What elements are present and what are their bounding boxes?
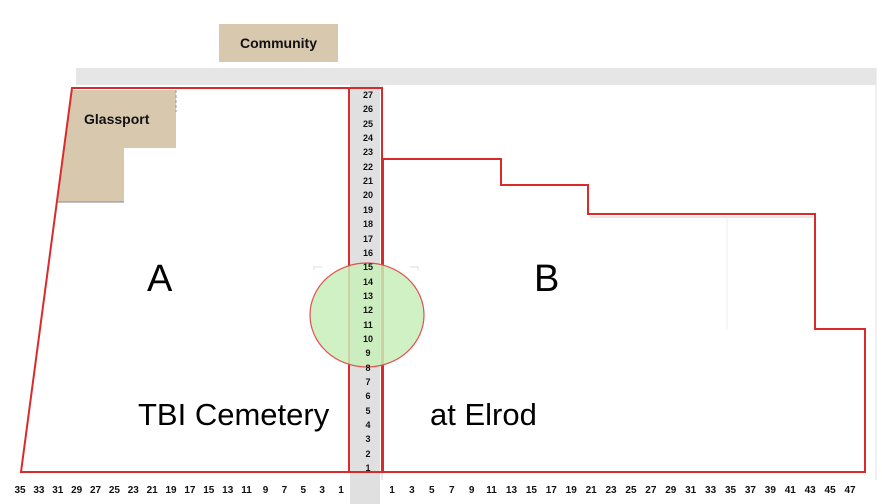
lot-number-right: 17 bbox=[545, 485, 557, 496]
lot-number-left: 31 bbox=[52, 485, 64, 496]
lot-number-left: 25 bbox=[108, 485, 120, 496]
lot-number-left: 3 bbox=[319, 485, 325, 496]
lot-number-left: 9 bbox=[262, 485, 269, 496]
lot-number-left: 15 bbox=[203, 485, 215, 496]
row-number: 5 bbox=[365, 405, 371, 416]
row-number: 22 bbox=[362, 161, 373, 172]
row-number: 26 bbox=[362, 104, 373, 115]
lot-number-left: 19 bbox=[165, 485, 177, 496]
lot-number-right: 11 bbox=[486, 485, 497, 496]
community-label: Community bbox=[219, 24, 338, 62]
lot-number-right: 9 bbox=[468, 485, 475, 496]
lot-number-left: 27 bbox=[89, 485, 102, 496]
row-number: 7 bbox=[365, 377, 371, 387]
row-number: 6 bbox=[365, 391, 371, 402]
lot-number-right: 45 bbox=[824, 485, 836, 496]
row-number: 18 bbox=[362, 219, 373, 230]
section-b-boundary bbox=[382, 158, 866, 473]
lot-number-left: 29 bbox=[71, 485, 83, 496]
lot-number-right: 35 bbox=[724, 485, 737, 496]
lot-number-left: 7 bbox=[281, 485, 288, 496]
row-number: 13 bbox=[362, 290, 373, 301]
lot-number-right: 13 bbox=[505, 485, 518, 496]
row-number: 1 bbox=[365, 463, 371, 474]
lot-number-right: 43 bbox=[804, 485, 816, 496]
row-number: 15 bbox=[362, 262, 373, 273]
lot-number-right: 33 bbox=[705, 485, 717, 496]
location-marker[interactable] bbox=[309, 262, 425, 368]
lot-number-right: 41 bbox=[784, 485, 796, 496]
top-road bbox=[76, 68, 876, 85]
lot-number-right: 25 bbox=[625, 485, 637, 496]
lot-number-right: 1 bbox=[389, 485, 395, 496]
lot-number-right: 27 bbox=[645, 485, 657, 496]
lot-number-right: 31 bbox=[685, 485, 697, 496]
lot-number-left: 5 bbox=[300, 485, 307, 496]
lot-number-left: 33 bbox=[33, 485, 45, 496]
row-number: 10 bbox=[362, 333, 373, 344]
lot-number-left: 35 bbox=[14, 485, 26, 496]
row-number: 20 bbox=[362, 190, 373, 201]
lot-number-left: 13 bbox=[222, 485, 234, 496]
row-number: 24 bbox=[362, 133, 373, 144]
lot-number-left: 23 bbox=[127, 485, 139, 496]
row-number: 12 bbox=[362, 305, 373, 316]
lot-number-left: 21 bbox=[146, 485, 158, 496]
row-number: 9 bbox=[365, 348, 371, 359]
row-number: 2 bbox=[365, 448, 371, 459]
lot-number-right: 21 bbox=[585, 485, 597, 496]
row-number: 3 bbox=[365, 434, 371, 445]
lot-number-right: 29 bbox=[665, 485, 677, 496]
lot-number-right: 47 bbox=[844, 485, 856, 496]
row-number: 19 bbox=[362, 204, 373, 215]
row-number: 11 bbox=[363, 319, 373, 330]
row-number: 27 bbox=[362, 90, 373, 100]
lot-number-right: 5 bbox=[429, 485, 435, 496]
row-number: 4 bbox=[365, 420, 371, 431]
lot-number-right: 7 bbox=[448, 485, 455, 496]
row-number: 25 bbox=[362, 118, 373, 129]
lot-number-left: 17 bbox=[184, 485, 196, 496]
lot-number-right: 37 bbox=[744, 485, 756, 496]
glassport-area bbox=[58, 90, 176, 202]
marker-bracket-right bbox=[410, 266, 419, 270]
marker-bracket-left bbox=[313, 266, 322, 270]
row-number: 23 bbox=[362, 147, 373, 158]
glassport-label: Glassport bbox=[84, 111, 150, 127]
cemetery-name-left: TBI Cemetery bbox=[138, 397, 330, 432]
lot-number-left: 11 bbox=[241, 485, 252, 496]
row-number: 14 bbox=[362, 276, 373, 287]
row-number: 17 bbox=[362, 233, 373, 244]
lot-number-right: 39 bbox=[764, 485, 776, 496]
section-b-label: B bbox=[534, 258, 560, 300]
row-number: 16 bbox=[362, 247, 373, 258]
lot-number-right: 19 bbox=[565, 485, 577, 496]
lot-number-right: 23 bbox=[605, 485, 617, 496]
row-number: 8 bbox=[365, 362, 371, 373]
lot-number-right: 3 bbox=[409, 485, 415, 496]
lot-number-right: 15 bbox=[525, 485, 537, 496]
lot-number-left: 1 bbox=[338, 485, 344, 496]
section-a-label: A bbox=[147, 258, 173, 300]
row-number: 21 bbox=[362, 176, 373, 187]
cemetery-name-right: at Elrod bbox=[430, 397, 537, 432]
